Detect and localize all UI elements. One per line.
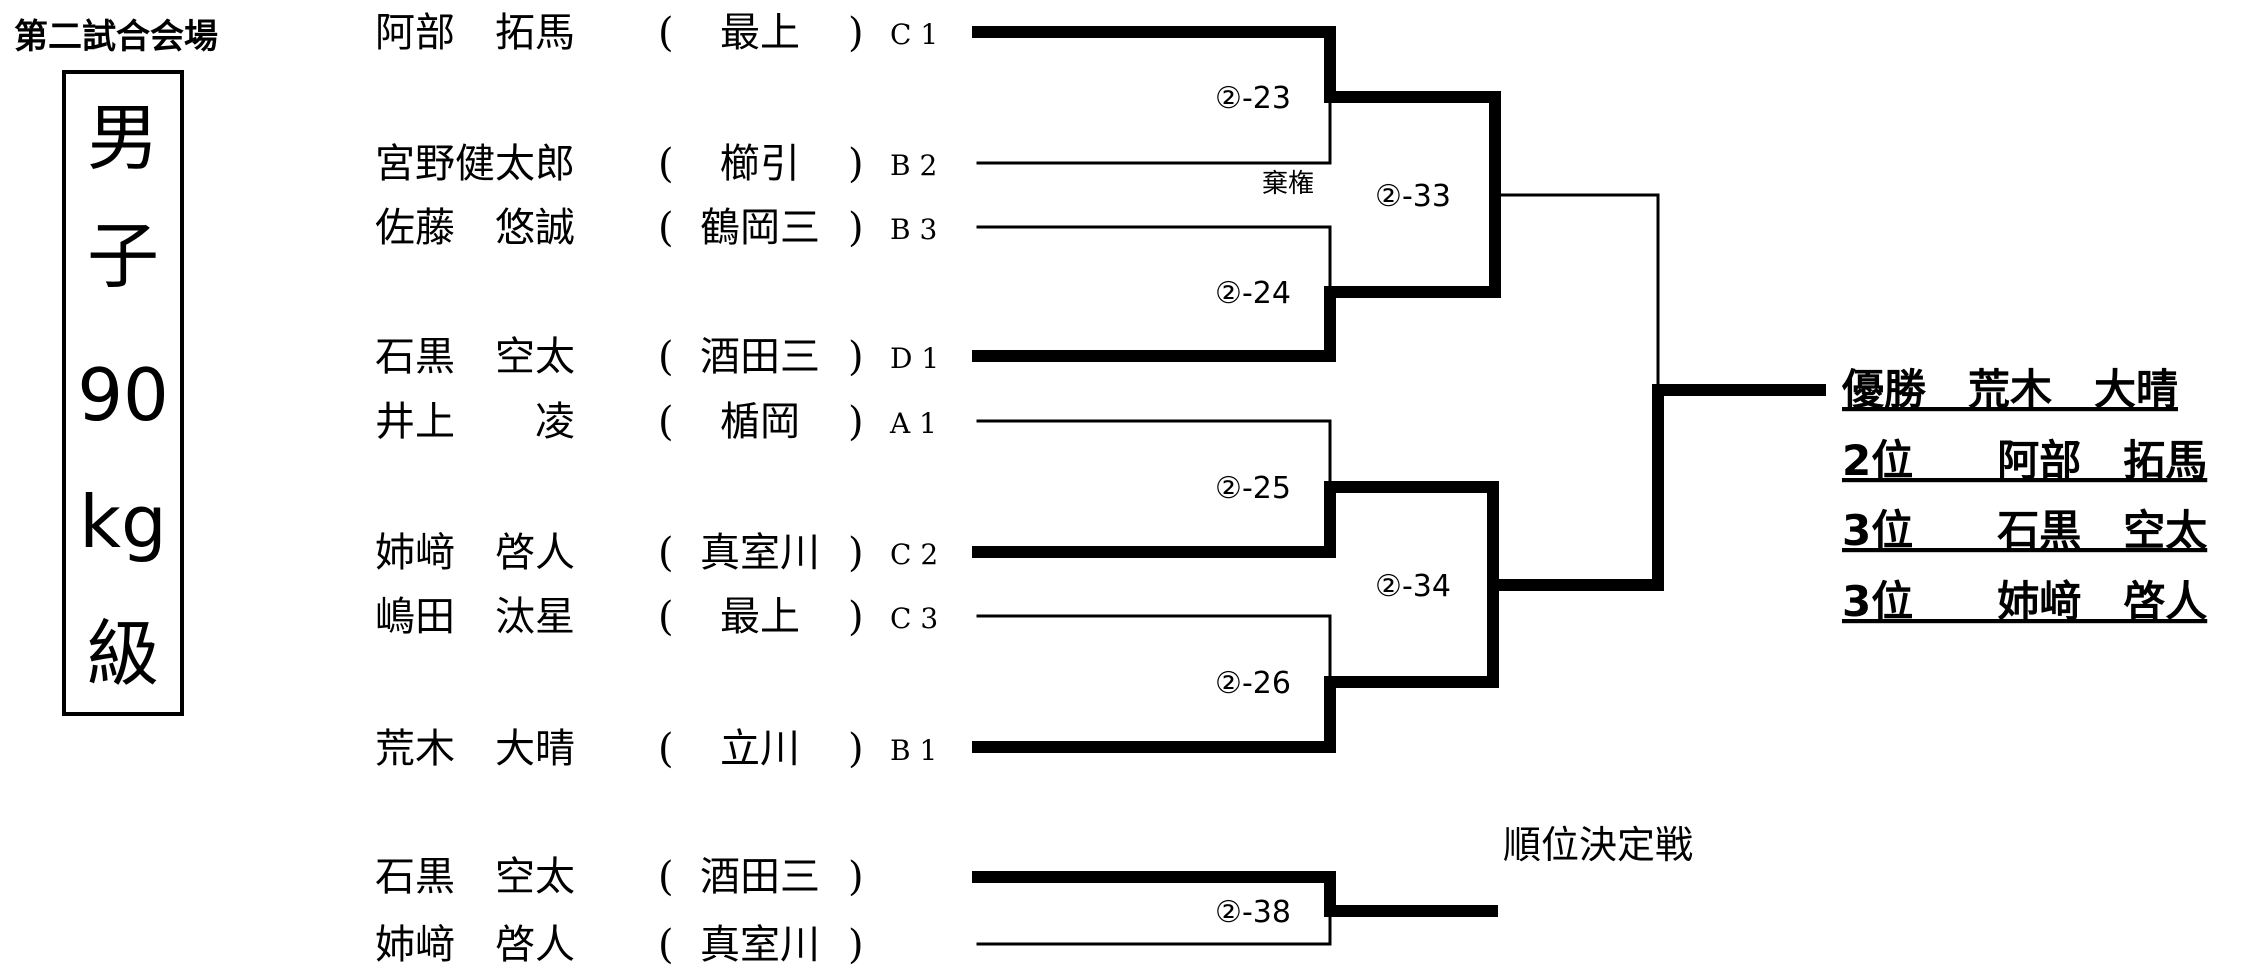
bracket-line [976, 95, 1332, 165]
bracket-line [1324, 481, 1499, 591]
player-school: 楯岡 [720, 399, 800, 445]
player-seed: B 2 [890, 149, 937, 182]
bracket-line [972, 871, 1336, 917]
open-paren: ( [658, 530, 674, 576]
player-seed: A 1 [889, 407, 937, 440]
bracket-line [972, 481, 1336, 558]
division-box [62, 70, 184, 716]
player-school: 最上 [720, 10, 800, 56]
result-champion: 優勝 荒木 大晴 [1841, 365, 2178, 414]
bracket-line [972, 676, 1336, 753]
player-row: 荒木 大晴 ( 立川 ) B 1 [375, 726, 937, 772]
close-paren: ) [848, 854, 864, 900]
bracket-line [1493, 193, 1660, 392]
player-school: 真室川 [700, 530, 820, 576]
close-paren: ) [848, 399, 864, 445]
player-row: 姉﨑 啓人 ( 真室川 ) C 2 [375, 530, 938, 576]
match-label: ②-23 [1215, 81, 1291, 116]
match-label: ②-38 [1215, 895, 1291, 930]
bracket-line [976, 225, 1332, 294]
close-paren: ) [848, 530, 864, 576]
match-label: ②-24 [1215, 276, 1291, 311]
placement-title: 順位決定戦 [1503, 823, 1693, 867]
bracket-line [1324, 91, 1501, 201]
open-paren: ( [658, 205, 674, 251]
player-name: 嶋田 汰星 [375, 594, 575, 640]
division-unit: kg [79, 480, 166, 564]
player-school: 酒田三 [700, 334, 820, 380]
open-paren: ( [658, 922, 674, 968]
player-school: 鶴岡三 [700, 205, 820, 251]
player-name: 井上 凌 [375, 399, 575, 445]
open-paren: ( [658, 399, 674, 445]
player-seed: D 1 [890, 342, 939, 375]
player-name: 石黒 空太 [375, 854, 575, 900]
result-third: 3位 姉﨑 啓人 [1842, 577, 2207, 626]
match-label: ②-26 [1215, 666, 1291, 701]
player-name: 阿部 拓馬 [375, 10, 575, 56]
open-paren: ( [658, 726, 674, 772]
division-weight: 90 [77, 353, 169, 437]
player-name: 荒木 大晴 [375, 726, 575, 772]
match-label: ②-34 [1375, 569, 1451, 604]
close-paren: ) [848, 726, 864, 772]
player-seed: C 2 [890, 538, 938, 571]
player-seed: C 1 [890, 18, 938, 51]
open-paren: ( [658, 141, 674, 187]
bracket-line [1487, 384, 1664, 591]
placement-row: 姉﨑 啓人 ( 真室川 ) [375, 922, 864, 968]
player-name: 姉﨑 啓人 [375, 530, 575, 576]
player-row: 阿部 拓馬 ( 最上 ) C 1 [375, 10, 938, 56]
result-second: 2位 阿部 拓馬 [1842, 436, 2207, 485]
close-paren: ) [848, 922, 864, 968]
result-third: 3位 石黒 空太 [1842, 506, 2207, 555]
bracket-lines [972, 26, 1826, 946]
open-paren: ( [658, 854, 674, 900]
bracket-line [976, 614, 1332, 684]
player-seed: B 3 [890, 213, 937, 246]
bracket-line [976, 419, 1332, 489]
bracket-line [976, 909, 1332, 946]
player-school: 真室川 [700, 922, 820, 968]
bracket-line [972, 26, 1336, 103]
player-row: 嶋田 汰星 ( 最上 ) C 3 [375, 594, 938, 640]
division-char-class: 級 [87, 612, 159, 696]
player-name: 姉﨑 啓人 [375, 922, 575, 968]
bracket-line [1324, 579, 1499, 688]
close-paren: ) [848, 594, 864, 640]
player-school: 最上 [720, 594, 800, 640]
player-seed: C 3 [890, 602, 938, 635]
player-seed: B 1 [890, 734, 937, 767]
open-paren: ( [658, 10, 674, 56]
match-label: ②-33 [1375, 179, 1451, 214]
player-row: 井上 凌 ( 楯岡 ) A 1 [375, 399, 937, 445]
player-name: 佐藤 悠誠 [375, 205, 575, 251]
player-row: 佐藤 悠誠 ( 鶴岡三 ) B 3 [375, 205, 937, 251]
close-paren: ) [848, 141, 864, 187]
close-paren: ) [848, 205, 864, 251]
player-name: 石黒 空太 [375, 334, 575, 380]
player-row: 宮野健太郎 ( 櫛引 ) B 2 [375, 141, 937, 187]
venue-title: 第二試合会場 [14, 17, 218, 57]
close-paren: ) [848, 334, 864, 380]
forfeit-note: 棄権 [1262, 169, 1314, 199]
bracket-line [1324, 189, 1501, 298]
division-char-2: 子 [87, 214, 159, 298]
player-row: 石黒 空太 ( 酒田三 ) D 1 [375, 334, 939, 380]
division-char-1: 男 [87, 96, 159, 180]
player-school: 酒田三 [700, 854, 820, 900]
placement-row: 石黒 空太 ( 酒田三 ) [375, 854, 864, 900]
open-paren: ( [658, 594, 674, 640]
bracket-line [972, 286, 1336, 362]
player-name: 宮野健太郎 [375, 141, 575, 187]
open-paren: ( [658, 334, 674, 380]
player-school: 立川 [720, 726, 800, 772]
match-label: ②-25 [1215, 471, 1291, 506]
close-paren: ) [848, 10, 864, 56]
player-school: 櫛引 [720, 141, 800, 187]
